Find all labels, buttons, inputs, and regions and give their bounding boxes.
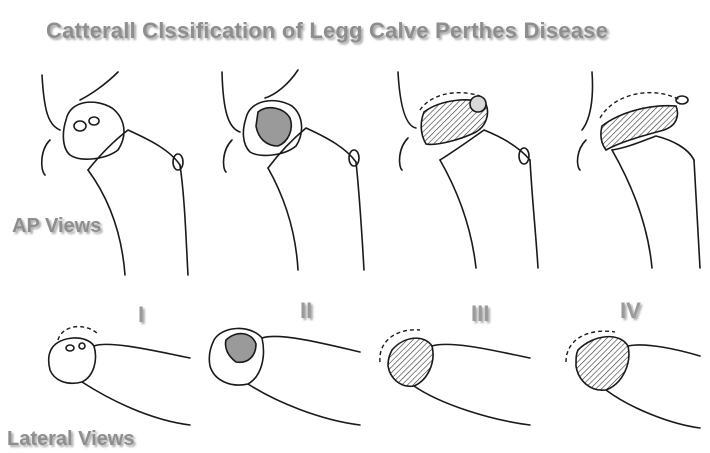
- lateral-view-grade-4: [565, 330, 701, 429]
- lateral-view-grade-1: [47, 325, 191, 426]
- ap-view-grade-4: [576, 71, 701, 269]
- ap-view-grade-1: [40, 71, 189, 276]
- diagram-title: Catterall Clssification of Legg Calve Pe…: [46, 18, 609, 43]
- grade-label-4: IV: [620, 298, 641, 323]
- ap-view-grade-2: [221, 69, 365, 271]
- ap-view-grade-3: [397, 71, 539, 269]
- lateral-view-grade-2: [208, 327, 361, 426]
- lateral-view-grade-3: [379, 329, 531, 426]
- grade-label-2: II: [300, 298, 313, 323]
- grade-label-3: III: [471, 301, 490, 326]
- ap-views-label: AP Views: [12, 215, 102, 237]
- grade-label-1: I: [138, 302, 145, 327]
- lateral-views-label: Lateral Views: [7, 428, 135, 450]
